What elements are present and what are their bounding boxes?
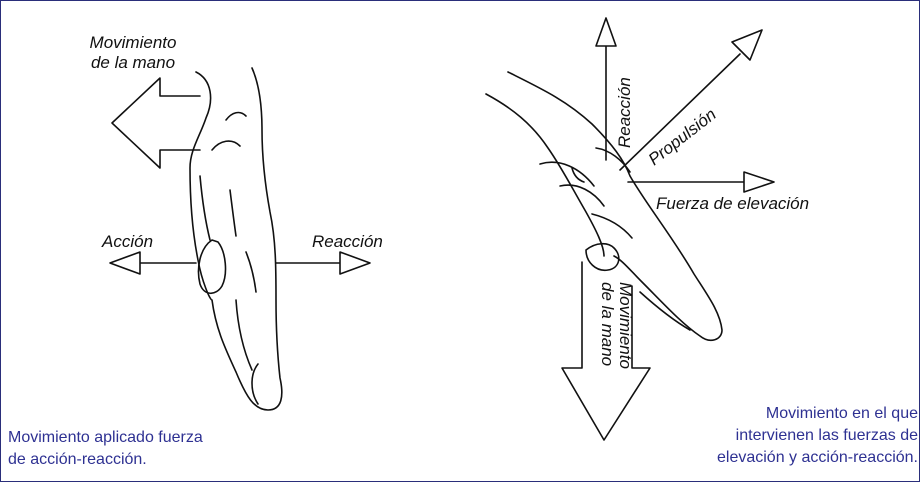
left-caption-line2: de acción-reacción.	[8, 449, 203, 471]
propulsion-arrow	[620, 30, 762, 170]
action-label: Acción	[101, 232, 153, 251]
right-caption-line2: intervienen las fuerzas de	[717, 425, 918, 447]
right-caption-line3: elevación y acción-reacción.	[717, 447, 918, 469]
lift-arrow	[628, 172, 774, 192]
propulsion-label: Propulsión	[645, 105, 720, 169]
reaction-arrow-left-diagram	[276, 252, 370, 274]
action-arrow	[110, 252, 196, 274]
reaction-label-left: Reacción	[312, 232, 383, 251]
reaction-label-right: Reacción	[615, 77, 634, 148]
hand-movement-label-left-line1: Movimiento	[90, 33, 177, 52]
left-caption-line1: Movimiento aplicado fuerza	[8, 427, 203, 449]
hand-movement-label-left-line2: de la mano	[91, 53, 175, 72]
left-hand-illustration	[190, 68, 282, 410]
lift-label: Fuerza de elevación	[656, 194, 809, 213]
right-caption-line1: Movimiento en el que	[717, 403, 918, 425]
hand-movement-label-right-line1: Movimiento	[616, 282, 635, 369]
right-caption: Movimiento en el que intervienen las fue…	[717, 403, 918, 469]
hand-movement-label-right-line2: de la mano	[598, 282, 617, 366]
left-caption: Movimiento aplicado fuerza de acción-rea…	[8, 427, 203, 471]
hand-movement-arrow-left	[112, 78, 200, 168]
